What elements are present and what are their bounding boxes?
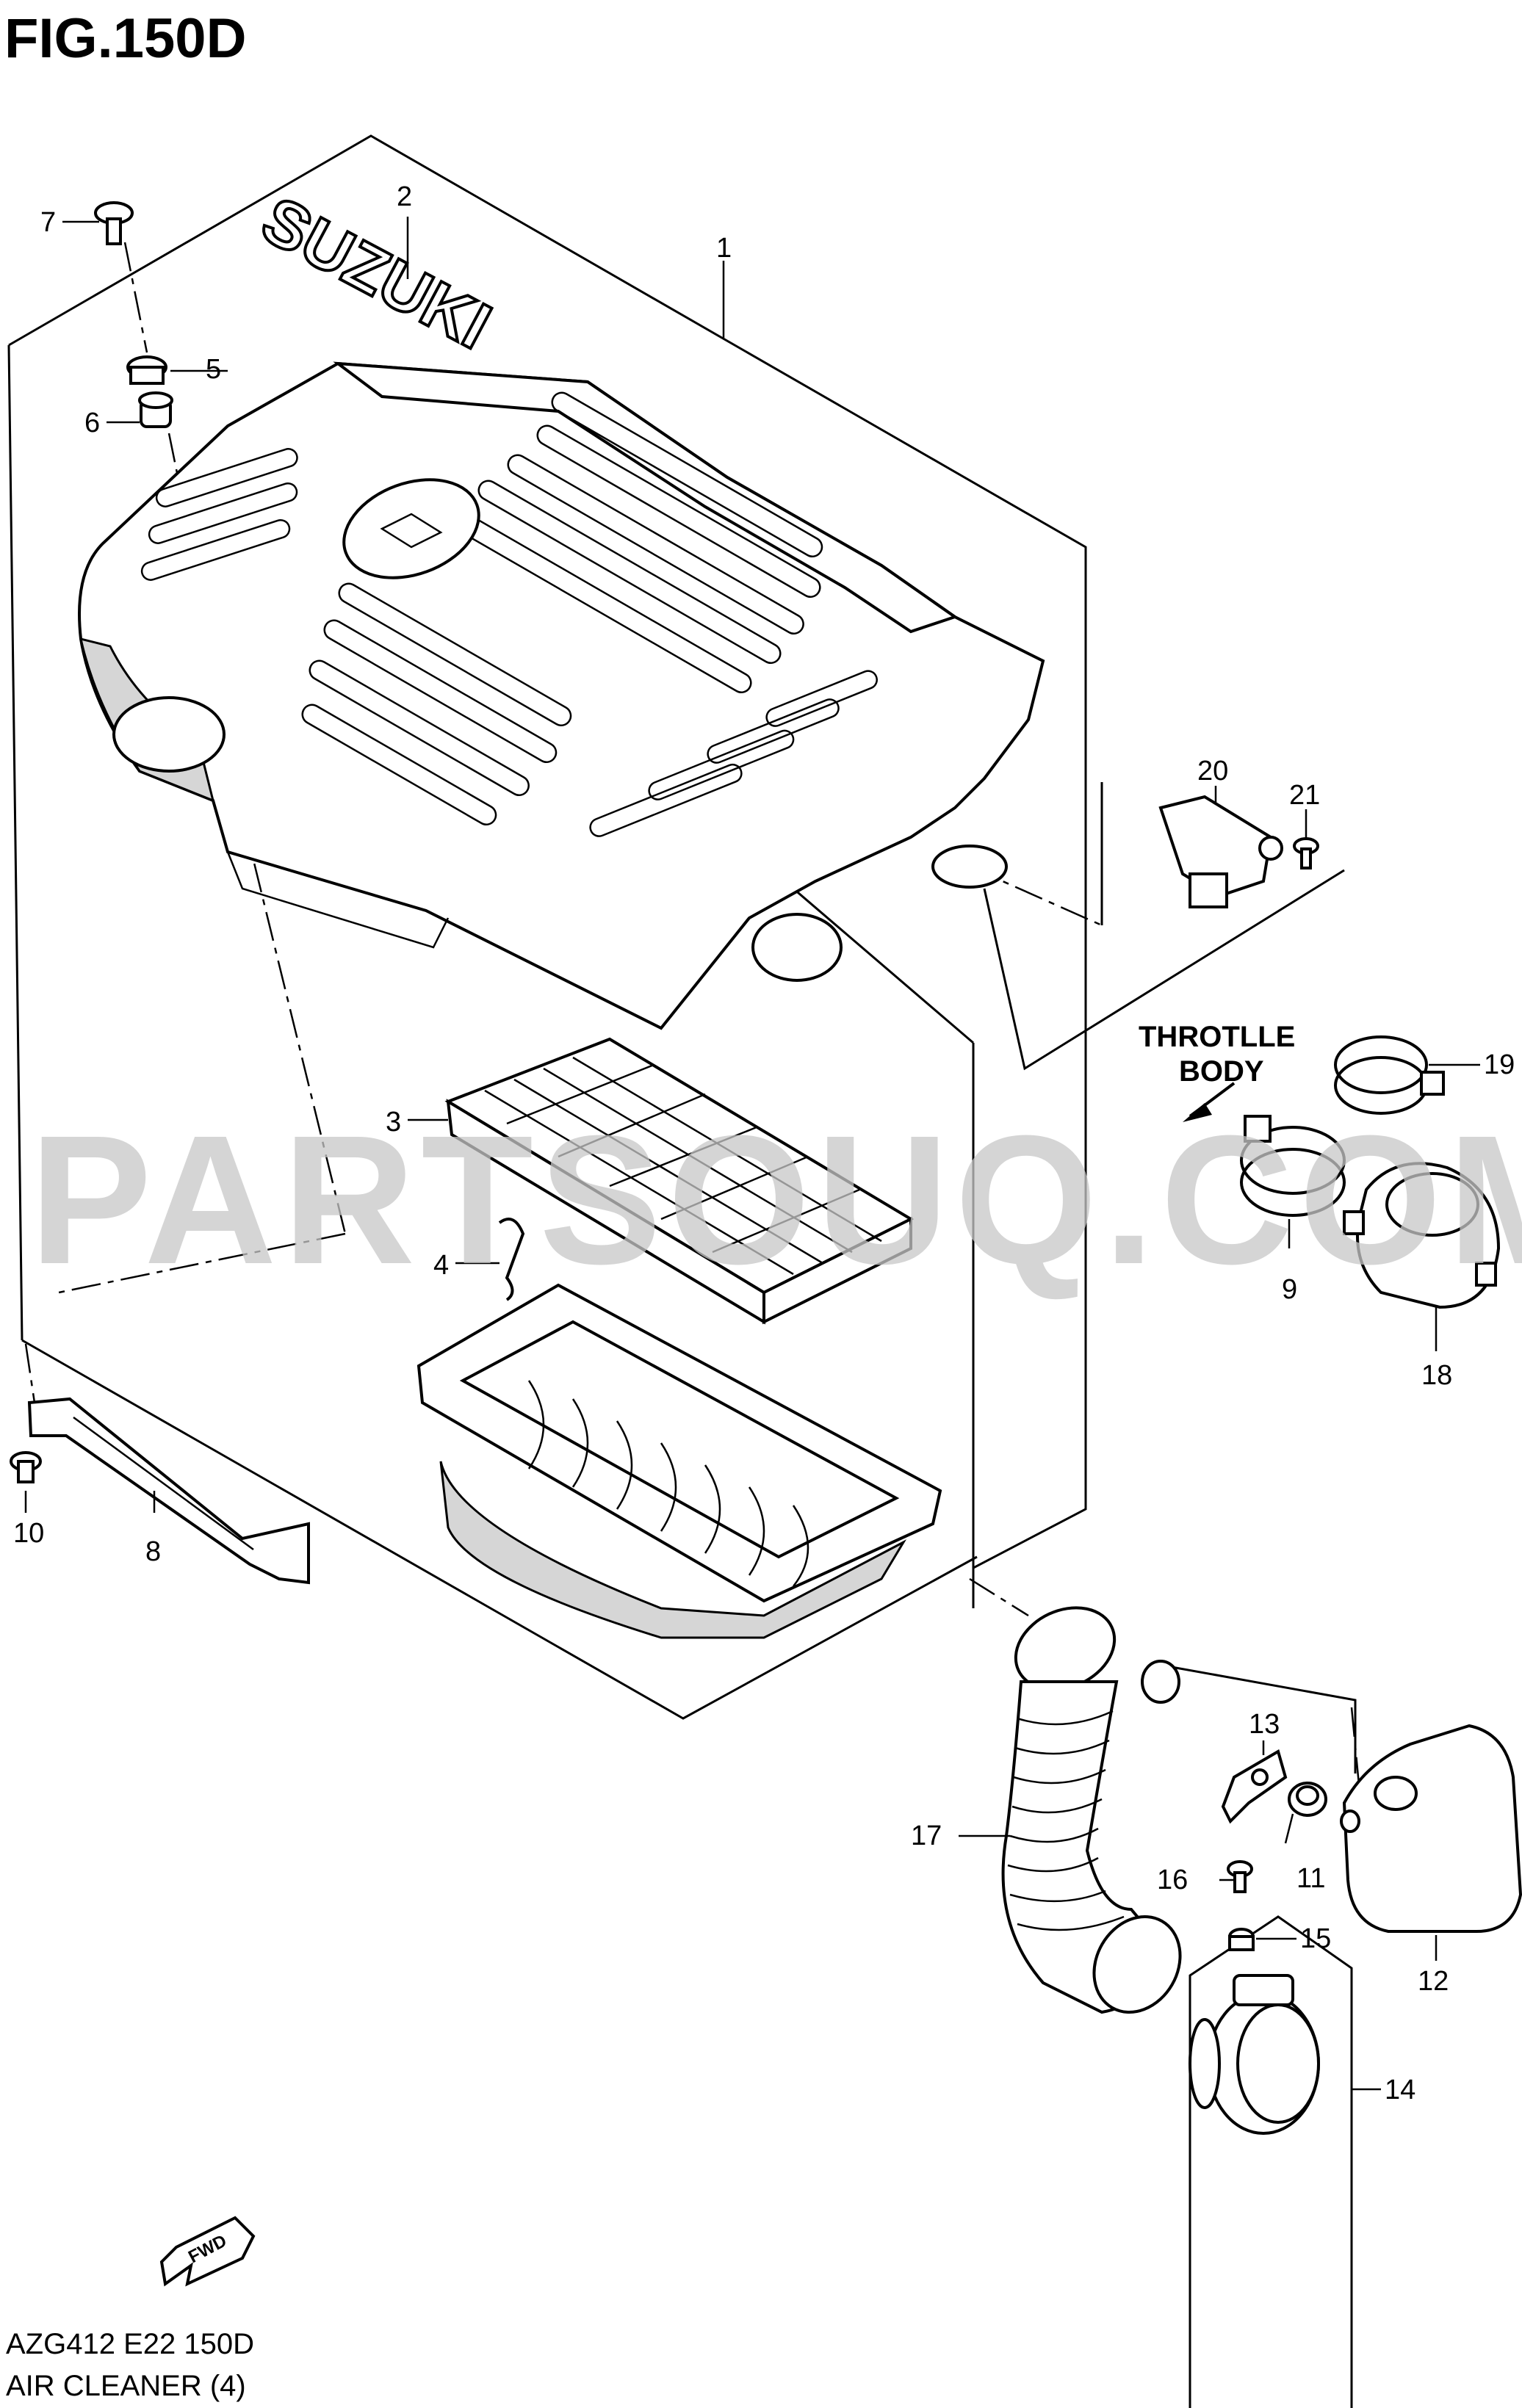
cover-lower-outlet [751, 913, 843, 982]
callout-16: 16 [1157, 1865, 1188, 1895]
air-cleaner-cover [78, 361, 1045, 1030]
callout-5: 5 [206, 354, 221, 385]
duct-corrugations [1007, 1710, 1125, 1931]
callout-3: 3 [386, 1107, 401, 1138]
bracket-bottom [21, 1339, 978, 1720]
callout-6: 6 [84, 408, 100, 438]
screw-21 [1293, 837, 1319, 869]
bracket-plate [1221, 1749, 1288, 1824]
cover-outlet-nozzle [931, 845, 1008, 889]
bolt-16 [1227, 1860, 1253, 1893]
lower-case-inner [459, 1320, 900, 1559]
hose-clamp-9 [1240, 1115, 1346, 1217]
footer-name: AIR CLEANER (4) [6, 2370, 246, 2402]
throttle-label-line2: BODY [1179, 1055, 1264, 1088]
footer-code: AZG412 E22 150D [6, 2328, 254, 2360]
forward-direction-arrow: FWD [159, 2216, 256, 2287]
clip-part [498, 1218, 525, 1301]
callout-19: 19 [1484, 1049, 1515, 1080]
bracket-left [7, 344, 24, 1341]
cover-ribs [140, 391, 878, 837]
emblem-text: SUZUKI [250, 183, 502, 364]
callout-18: 18 [1421, 1360, 1452, 1391]
sensor-body [1158, 795, 1273, 898]
suzuki-emblem: SUZUKI [249, 181, 504, 365]
cover-body [78, 361, 1045, 1030]
resonator-14 [1189, 1974, 1320, 2135]
bracket-strap-8 [27, 1397, 310, 1585]
throttle-arrow-head [1183, 1103, 1212, 1122]
bracket-resonator [1189, 1915, 1353, 2408]
sensor-20 [1158, 795, 1283, 908]
callout-12: 12 [1418, 1966, 1449, 1997]
callout-9: 9 [1282, 1274, 1297, 1305]
callout-7: 7 [40, 207, 56, 238]
suzuki-s-logo [380, 513, 443, 549]
lower-case-ribs [527, 1380, 809, 1587]
callout-10: 10 [13, 1518, 44, 1549]
assembly-bracket-lines [7, 134, 1357, 2408]
cover-emblem-recess [342, 478, 480, 579]
callout-21: 21 [1289, 780, 1320, 811]
filter-right-side [762, 1216, 912, 1325]
fwd-arrow-shape [159, 2216, 256, 2287]
sensor-plug [1189, 872, 1228, 908]
throttle-label-line1: THROTLLE [1139, 1021, 1295, 1053]
callout-4: 4 [433, 1250, 449, 1281]
pipe-mouth [1385, 1172, 1479, 1237]
grommet-5 [126, 355, 167, 385]
callout-2: 2 [397, 181, 412, 212]
cover-intake-opening [112, 696, 226, 773]
callout-15: 15 [1300, 1923, 1331, 1954]
filter-pleats [484, 1056, 882, 1276]
bracket-sensor [983, 869, 1345, 1071]
air-cleaner-lower-case [416, 1283, 942, 1639]
resonator-box-body [1342, 1724, 1522, 1933]
bolt-10 [10, 1451, 42, 1483]
resonator-neck [1374, 1776, 1418, 1811]
nut-15 [1228, 1928, 1255, 1951]
grommet-6 [138, 391, 173, 428]
grommet-11 [1288, 1782, 1327, 1817]
strap-body [27, 1397, 310, 1585]
bolt-7 [94, 201, 134, 245]
callout-20: 20 [1197, 756, 1228, 787]
callout-1: 1 [716, 233, 732, 264]
cover-top-ridge [333, 361, 959, 634]
intake-pipe-18 [1343, 1162, 1501, 1309]
figure-title: FIG.150D [4, 7, 246, 70]
callout-numbers: 2 1 3 4 5 6 7 8 9 10 11 12 13 14 15 16 1… [13, 181, 1515, 2105]
callout-11: 11 [1296, 1863, 1325, 1894]
hose-clamp-19 [1334, 1035, 1445, 1115]
intake-duct-17 [1001, 1606, 1182, 2014]
callout-14: 14 [1385, 2075, 1415, 2105]
duct-bottom-opening [1092, 1915, 1182, 2014]
callout-leaders [24, 217, 1480, 2091]
resonator-12 [1340, 1724, 1522, 1933]
callout-13: 13 [1249, 1709, 1280, 1740]
lower-case-base [439, 1461, 907, 1639]
callout-8: 8 [145, 1536, 161, 1567]
watermark: PARTSOUQ.COM [29, 1097, 1522, 1302]
bracket-13 [1221, 1749, 1288, 1824]
air-filter-element [444, 1037, 915, 1325]
callout-17: 17 [911, 1821, 942, 1851]
